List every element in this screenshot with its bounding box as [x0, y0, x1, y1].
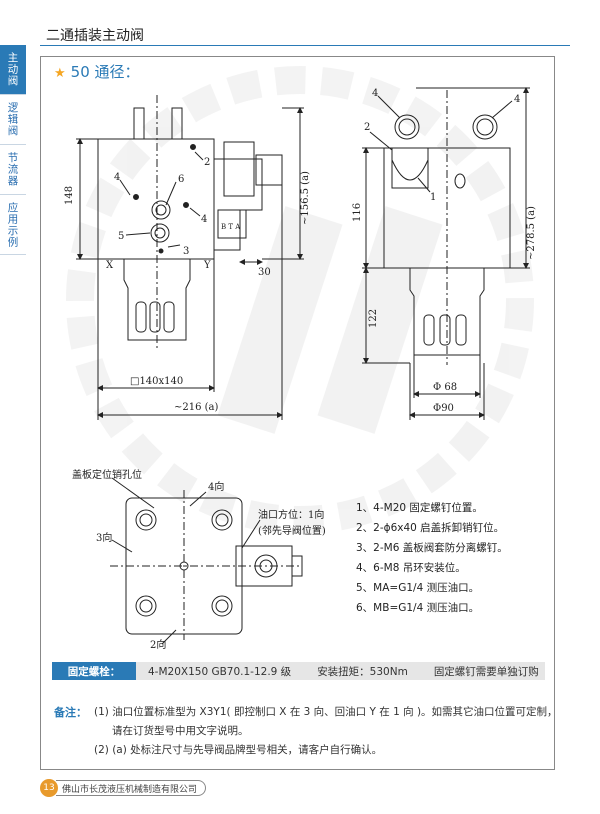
- bolt-label: 固定螺栓：: [52, 662, 136, 680]
- watermark: [66, 66, 534, 534]
- solenoid-coil: [223, 141, 255, 197]
- note-item: 6、MB=G1/4 测压油口。: [356, 602, 480, 614]
- callout-6: 6: [178, 174, 184, 185]
- dir-2-label: 2向: [150, 638, 166, 651]
- callout-4b: 4: [201, 214, 207, 225]
- dim-phi68: Φ 68: [433, 382, 457, 393]
- callout-4a: 4: [114, 172, 120, 183]
- note-item: 2、2-ϕ6x40 启盖拆卸销钉位。: [356, 522, 505, 534]
- callout-5: 5: [118, 231, 124, 242]
- side-view: [362, 87, 530, 420]
- front-body: [97, 138, 215, 260]
- section-title: ★ 50 通径：: [54, 61, 140, 82]
- top-view: [110, 477, 303, 645]
- content-panel: [40, 56, 555, 770]
- tab-main-valve[interactable]: 主动阀: [0, 45, 26, 95]
- port-y-label: Y: [203, 260, 211, 271]
- port-x-label: X: [106, 260, 114, 271]
- dim-116: 116: [352, 203, 363, 222]
- note-item: 3、2-M6 盖板阀套防分离螺钉。: [356, 542, 508, 554]
- bolt-bar: 固定螺栓： 4-M20X150 GB70.1-12.9 级 安装扭矩：530Nm…: [52, 662, 545, 680]
- dir-4-label: 4向: [208, 480, 224, 493]
- note-item: 5、MA=G1/4 测压油口。: [356, 582, 480, 594]
- dim-140: □140x140: [130, 376, 183, 387]
- tab-application[interactable]: 应用示例: [0, 195, 26, 255]
- solenoid-plug: [255, 154, 283, 186]
- dim-278: ~278.5 (a): [526, 206, 537, 260]
- dim-122: 122: [368, 309, 379, 328]
- pilot-body: [217, 209, 247, 239]
- remark-line-3: (2) (a) 处标注尺寸与先导阀品牌型号相关，请客户自行确认。: [94, 744, 383, 756]
- dim-148: 148: [64, 186, 75, 205]
- remark-line-2: 请在订货型号中用文字说明。: [112, 725, 249, 737]
- side-callout-4b: 4: [514, 94, 520, 105]
- section-title-text: 50 通径：: [70, 63, 140, 81]
- dim-216: ~216 (a): [174, 402, 219, 413]
- pin-label: 盖板定位销孔位: [72, 468, 142, 481]
- front-view: [76, 95, 304, 420]
- dim-phi90: Φ90: [433, 403, 454, 414]
- side-callout-1: 1: [430, 192, 436, 203]
- bolt-torque: 安装扭矩：530Nm: [317, 665, 408, 678]
- oil-port-label-1: 油口方位：1向: [258, 508, 324, 521]
- footer: 13 佛山市长茂液压机械制造有限公司: [40, 779, 207, 797]
- page-title: 二通插装主动阀: [46, 28, 144, 44]
- tab-throttle[interactable]: 节流器: [0, 145, 26, 195]
- title-rule: [40, 45, 570, 46]
- oil-port-label-2: (邻先导阀位置): [258, 524, 326, 537]
- note-item: 1、4-M20 固定螺钉位置。: [356, 502, 483, 514]
- side-tabs: 主动阀 逻辑阀 节流器 应用示例: [0, 45, 26, 255]
- note-item: 4、6-M8 吊环安装位。: [356, 562, 466, 574]
- remark-line-1: (1) 油口位置标准型为 X3Y1( 即控制口 X 在 3 向、回油口 Y 在 …: [94, 706, 558, 718]
- side-callout-2: 2: [364, 122, 370, 133]
- dir-3-label: 3向: [96, 531, 112, 544]
- bolt-note: 固定螺钉需要单独订购: [433, 665, 539, 678]
- callout-3: 3: [183, 246, 189, 257]
- side-callout-4a: 4: [372, 88, 378, 99]
- dim-156: ~156.5 (a): [300, 171, 311, 225]
- dim-30: 30: [258, 267, 271, 278]
- page-number: 13: [40, 779, 58, 797]
- star-icon: ★: [54, 66, 66, 81]
- bolt-spec: 4-M20X150 GB70.1-12.9 级: [148, 665, 292, 678]
- remark-label: 备注：: [54, 706, 87, 719]
- pilot-tag: B T A: [221, 223, 241, 231]
- notes-list: 1、4-M20 固定螺钉位置。 2、2-ϕ6x40 启盖拆卸销钉位。 3、2-M…: [356, 498, 508, 618]
- tab-logic-valve[interactable]: 逻辑阀: [0, 95, 26, 145]
- company-name: 佛山市长茂液压机械制造有限公司: [56, 780, 207, 796]
- callout-2: 2: [204, 157, 210, 168]
- solenoid-block: [214, 158, 263, 251]
